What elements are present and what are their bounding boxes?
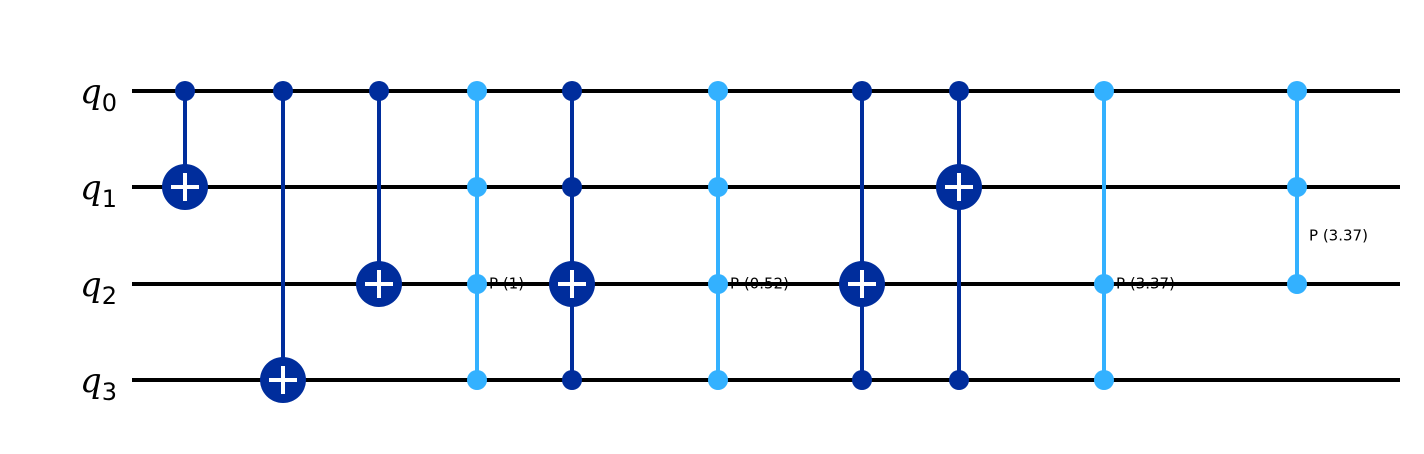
gate-9-mcp: P (3.37): [1287, 81, 1368, 294]
gate-4-cx: [549, 81, 595, 390]
phase-dot: [467, 177, 487, 197]
control-dot: [852, 81, 872, 101]
cnot-target-icon: [936, 164, 982, 210]
phase-label: P (3.37): [1309, 227, 1368, 245]
control-dot: [949, 81, 969, 101]
qubit-label-1: q1: [80, 168, 117, 213]
qubit-label-2: q2: [80, 265, 117, 310]
phase-dot: [467, 274, 487, 294]
gate-0-cx: [162, 81, 208, 210]
control-dot: [562, 177, 582, 197]
phase-dot: [1287, 274, 1307, 294]
control-dot: [175, 81, 195, 101]
cnot-target-icon: [549, 261, 595, 307]
gate-7-cx: [936, 81, 982, 390]
control-dot: [562, 370, 582, 390]
gate-3-mcp: P (1): [467, 81, 524, 390]
control-dot: [369, 81, 389, 101]
cnot-target-icon: [260, 357, 306, 403]
phase-dot: [708, 274, 728, 294]
control-dot: [852, 370, 872, 390]
gate-6-cx: [839, 81, 885, 390]
qubit-label-0: q0: [80, 72, 117, 117]
gate-columns: P (1) P (0.52) P (3.37) P (3.37): [162, 81, 1368, 403]
gate-2-cx: [356, 81, 402, 307]
phase-dot: [708, 81, 728, 101]
phase-dot: [708, 177, 728, 197]
gate-1-cx: [260, 81, 306, 403]
qubit-label-3: q3: [80, 361, 117, 406]
phase-dot: [467, 81, 487, 101]
phase-dot: [467, 370, 487, 390]
phase-dot: [708, 370, 728, 390]
qubit-labels: q0 q1 q2 q3: [80, 72, 117, 406]
cnot-target-icon: [356, 261, 402, 307]
phase-dot: [1094, 81, 1114, 101]
gate-8-mcp: P (3.37): [1094, 81, 1175, 390]
phase-dot: [1287, 81, 1307, 101]
gate-5-mcp: P (0.52): [708, 81, 789, 390]
cnot-target-icon: [839, 261, 885, 307]
phase-dot: [1287, 177, 1307, 197]
phase-label: P (1): [489, 275, 524, 293]
cnot-target-icon: [162, 164, 208, 210]
phase-label: P (0.52): [730, 275, 789, 293]
control-dot: [562, 81, 582, 101]
phase-dot: [1094, 370, 1114, 390]
phase-dot: [1094, 274, 1114, 294]
control-dot: [949, 370, 969, 390]
control-dot: [273, 81, 293, 101]
phase-label: P (3.37): [1116, 275, 1175, 293]
qubit-wires: [132, 89, 1400, 382]
